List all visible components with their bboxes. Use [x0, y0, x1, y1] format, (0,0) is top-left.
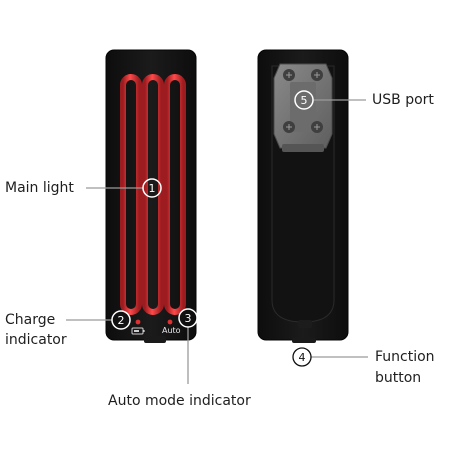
back-device	[257, 49, 349, 343]
marker-3: 3	[178, 308, 198, 328]
label-function-line2: button	[375, 370, 422, 386]
clip-notch	[298, 320, 312, 328]
marker-1: 1	[142, 178, 162, 198]
front-bottom-tab	[144, 336, 166, 343]
marker-4: 4	[292, 347, 312, 367]
light-strip-left	[120, 74, 142, 315]
label-function-line1: Function	[375, 349, 435, 365]
function-button[interactable]	[292, 338, 316, 343]
svg-text:2: 2	[118, 314, 125, 327]
battery-icon	[131, 327, 145, 335]
auto-indicator-led	[167, 319, 173, 325]
marker-5: 5	[294, 90, 314, 110]
marker-2: 2	[111, 310, 131, 330]
callout-lines	[66, 99, 368, 384]
label-auto-mode: Auto mode indicator	[108, 393, 251, 409]
label-charge-line2: indicator	[5, 332, 67, 348]
label-usb-port: USB port	[372, 92, 434, 108]
label-main-light: Main light	[5, 180, 74, 196]
light-strip-right	[164, 74, 186, 315]
mount-plate	[273, 63, 333, 152]
auto-device-label: Auto	[162, 326, 181, 335]
charge-indicator-led	[135, 319, 141, 325]
label-charge-line1: Charge	[5, 312, 56, 328]
svg-text:3: 3	[185, 312, 192, 325]
svg-text:5: 5	[301, 94, 308, 107]
svg-text:1: 1	[149, 182, 156, 195]
svg-text:4: 4	[299, 351, 306, 364]
